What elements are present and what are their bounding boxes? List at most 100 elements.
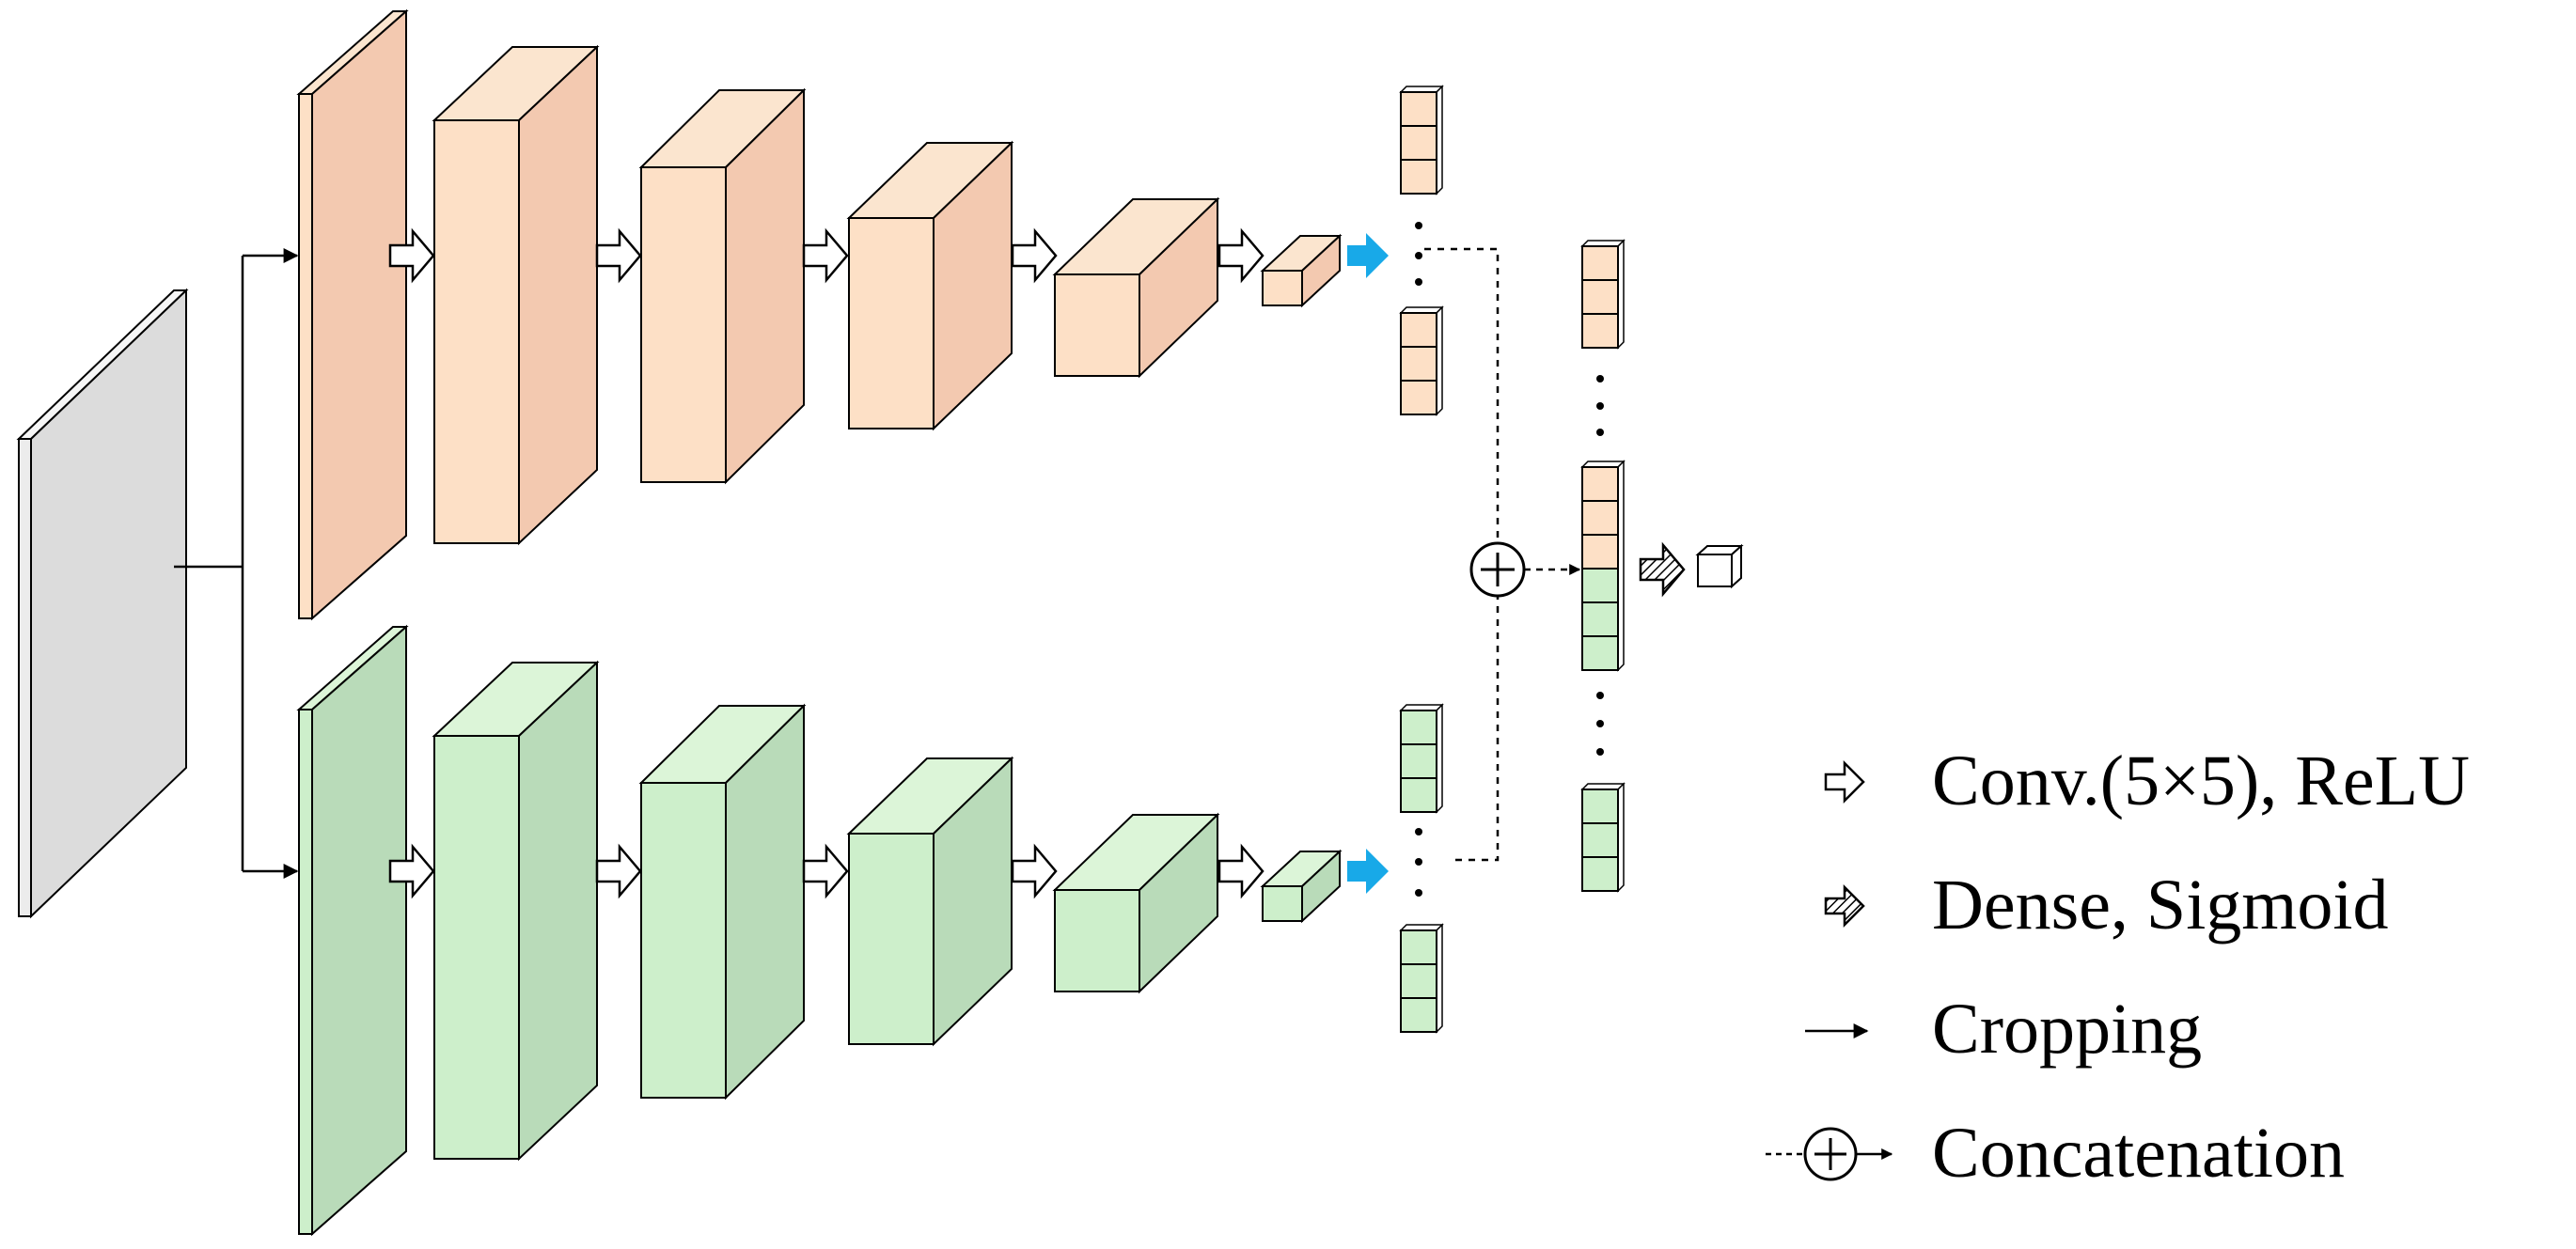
orange-layer-4-front (848, 217, 935, 429)
green-layer-4-front (848, 833, 935, 1045)
green-vector-top (1399, 703, 1444, 814)
orange-layer-4 (846, 140, 1014, 431)
legend-icons (1766, 759, 1893, 1181)
orange-layer-1-side (311, 8, 407, 621)
merged-vector-middle-cell (1581, 500, 1619, 536)
merged-vector-bottom (1580, 782, 1626, 893)
merged-vector-top-cell (1581, 245, 1619, 281)
output-node (1695, 543, 1744, 589)
green-layer-3-front (640, 782, 727, 1099)
merged-vector-middle-cell (1581, 635, 1619, 671)
orange-vector-ellipsis-dot (1415, 222, 1422, 229)
output-node-front (1697, 554, 1733, 587)
conv-arrow-bottom-5 (1217, 843, 1264, 899)
input-slab (16, 288, 189, 919)
conv-arrow-bottom-1 (388, 843, 435, 899)
merged-vector-ellipsis-bottom-dot (1596, 692, 1604, 699)
conv-arrows (388, 227, 1264, 899)
green-layer-1-side (311, 624, 407, 1237)
merged-vector-middle-cell (1581, 568, 1619, 603)
cropping-arrows (174, 248, 299, 879)
merged-vector-ellipsis-bottom-dot (1596, 748, 1604, 756)
merged-vector-top-cell (1581, 313, 1619, 349)
input-slab-front (18, 438, 32, 917)
orange-layer-6 (1260, 233, 1343, 308)
green-vector-top-cell (1400, 743, 1437, 779)
orange-vector-ellipsis-dot (1415, 252, 1422, 259)
merged-vector-ellipsis-top (1596, 375, 1604, 436)
orange-vector-top-cell (1400, 159, 1437, 195)
green-vector-bottom-cell (1400, 963, 1437, 999)
merged-vector-ellipsis-top-dot (1596, 429, 1604, 436)
orange-vector-bottom-cell (1400, 380, 1437, 415)
green-vector-top-cell (1400, 777, 1437, 813)
green-layer-6-front (1262, 885, 1303, 922)
conv-arrow-top-1 (388, 227, 435, 284)
orange-layer-5 (1052, 196, 1220, 379)
green-vector-bottom-cell (1400, 997, 1437, 1033)
green-vector-ellipsis-dot (1415, 889, 1422, 897)
legend: Conv.(5×5), ReLU Dense, Sigmoid Cropping… (1766, 742, 2470, 1193)
dense-arrow (1639, 541, 1686, 598)
green-layer-5 (1052, 812, 1220, 994)
orange-cnn-branch (296, 8, 1343, 621)
green-layer-2-front (433, 735, 520, 1160)
green-layer-2-side (518, 660, 598, 1162)
legend-crop-label: Cropping (1932, 990, 2202, 1069)
green-vector-ellipsis (1415, 828, 1422, 897)
orange-layer-1 (296, 8, 409, 621)
green-cnn-branch (296, 624, 1343, 1237)
orange-layer-3-front (640, 166, 727, 483)
flatten-arrow-top (1347, 233, 1389, 278)
conv-arrow-top-2 (595, 227, 642, 284)
orange-layer-2-front (433, 119, 520, 544)
green-layer-3 (638, 703, 807, 1101)
orange-vector-ellipsis-dot (1415, 278, 1422, 286)
orange-layer-6-front (1262, 270, 1303, 306)
merged-vector-bottom-cell (1581, 822, 1619, 858)
green-layer-1-front (298, 709, 313, 1235)
merged-vector-middle-cell (1581, 601, 1619, 637)
input-image-layer (16, 288, 189, 919)
orange-vector-ellipsis (1415, 222, 1422, 286)
input-slab-side (30, 288, 187, 919)
conv-arrow-bottom-2 (595, 843, 642, 899)
conv-arrow-top-4 (1011, 227, 1058, 284)
orange-vector-top (1399, 85, 1444, 195)
orange-layer-5-front (1054, 273, 1140, 377)
merged-vector-ellipsis-bottom-dot (1596, 720, 1604, 727)
orange-vector-top-cell (1400, 125, 1437, 161)
dense-output (1639, 541, 1744, 598)
merged-vector-top (1580, 239, 1626, 350)
green-layer-4 (846, 756, 1014, 1047)
legend-dense-arrow-icon (1824, 883, 1865, 929)
concatenation-connector (1424, 247, 1581, 862)
orange-vector-bottom-cell (1400, 312, 1437, 348)
green-vector-ellipsis-dot (1415, 828, 1422, 835)
merged-vector-middle-cell (1581, 466, 1619, 502)
conv-arrow-top-3 (802, 227, 849, 284)
legend-conv-arrow-icon (1824, 759, 1865, 804)
legend-conv-label: Conv.(5×5), ReLU (1932, 742, 2470, 820)
green-layer-2 (432, 660, 600, 1162)
legend-dense-label: Dense, Sigmoid (1932, 866, 2389, 945)
orange-layer-1-front (298, 93, 313, 619)
merged-vector-middle (1580, 460, 1626, 672)
flatten-arrows (1347, 233, 1389, 894)
green-vector-bottom (1399, 923, 1444, 1034)
output-node-side (1731, 543, 1742, 589)
green-layer-6 (1260, 849, 1343, 924)
feature-vectors (1399, 85, 1444, 1034)
conv-arrow-bottom-3 (802, 843, 849, 899)
legend-concat-label: Concatenation (1932, 1114, 2345, 1193)
merged-vector-ellipsis-bottom (1596, 692, 1604, 756)
green-vector-ellipsis-dot (1415, 858, 1422, 866)
orange-layer-2 (432, 44, 600, 546)
merged-vector-ellipsis-top-dot (1596, 375, 1604, 383)
green-vector-top-cell (1400, 710, 1437, 745)
merged-vector-bottom-cell (1581, 788, 1619, 824)
merged-vector-ellipsis-top-dot (1596, 402, 1604, 410)
green-layer-5-front (1054, 889, 1140, 992)
conv-arrow-top-5 (1217, 227, 1264, 284)
